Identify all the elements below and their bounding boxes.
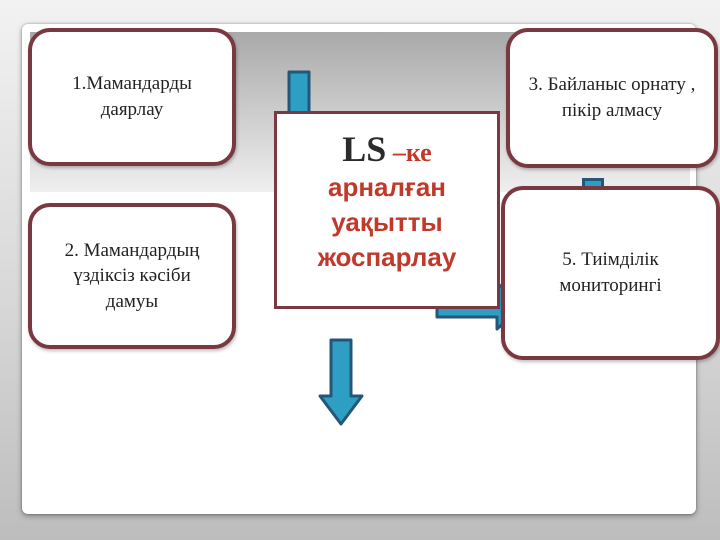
center-box: LS –ке арналған уақытты жоспарлау bbox=[274, 111, 500, 309]
center-abbr: LS bbox=[342, 129, 387, 169]
box-2-label: 2. Мамандардың үздіксіз кәсіби дамуы bbox=[64, 239, 200, 312]
center-line-2: уақытты bbox=[331, 207, 443, 238]
box-5-label: 5. Тиімділік мониторингі bbox=[559, 249, 662, 296]
center-line-3: жоспарлау bbox=[317, 242, 457, 273]
box-2-professional-development: 2. Мамандардың үздіксіз кәсіби дамуы bbox=[28, 203, 236, 349]
box-3-communication: 3. Байланыс орнату , пікір алмасу bbox=[506, 28, 718, 168]
arrow-down-bottom-icon bbox=[318, 338, 364, 426]
center-suffix: –ке bbox=[386, 138, 432, 167]
box-1-label: 1.Мамандарды даярлау bbox=[72, 73, 192, 120]
center-line-1: арналған bbox=[327, 172, 446, 202]
box-5-effectiveness-monitoring: 5. Тиімділік мониторингі bbox=[501, 186, 720, 360]
box-1-specialist-training: 1.Мамандарды даярлау bbox=[28, 28, 236, 166]
box-3-label: 3. Байланыс орнату , пікір алмасу bbox=[528, 74, 696, 121]
